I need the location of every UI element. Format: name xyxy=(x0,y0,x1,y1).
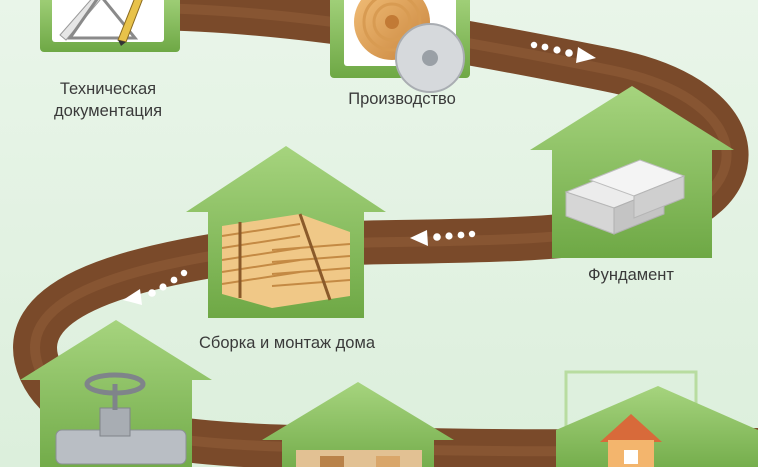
documentation-label: Техническая документация xyxy=(28,78,188,122)
documentation-house xyxy=(40,0,180,52)
finishing-house xyxy=(262,382,454,467)
production-label: Производство xyxy=(348,90,456,108)
direction-arrow-left-2 xyxy=(123,269,188,305)
drafting-tools-icon xyxy=(59,0,143,46)
pipe-valve-icon xyxy=(55,372,187,465)
direction-arrow-left-1 xyxy=(410,230,476,246)
assembly-house xyxy=(186,146,386,318)
foundation-house xyxy=(530,86,734,258)
documentation-label-line1: Техническая xyxy=(59,80,157,98)
documentation-label-line2: документация xyxy=(53,102,163,120)
ready-house xyxy=(556,370,758,467)
production-house xyxy=(330,0,470,93)
saw-log-icon xyxy=(354,0,465,93)
log-house-frame-icon xyxy=(221,213,351,308)
interior-icon xyxy=(296,450,422,467)
assembly-label: Сборка и монтаж дома xyxy=(199,334,375,352)
concrete-blocks-icon xyxy=(564,159,686,235)
utilities-house xyxy=(20,320,212,467)
direction-arrow-right xyxy=(530,41,596,63)
house-icon xyxy=(600,414,662,467)
foundation-label: Фундамент xyxy=(588,266,674,284)
